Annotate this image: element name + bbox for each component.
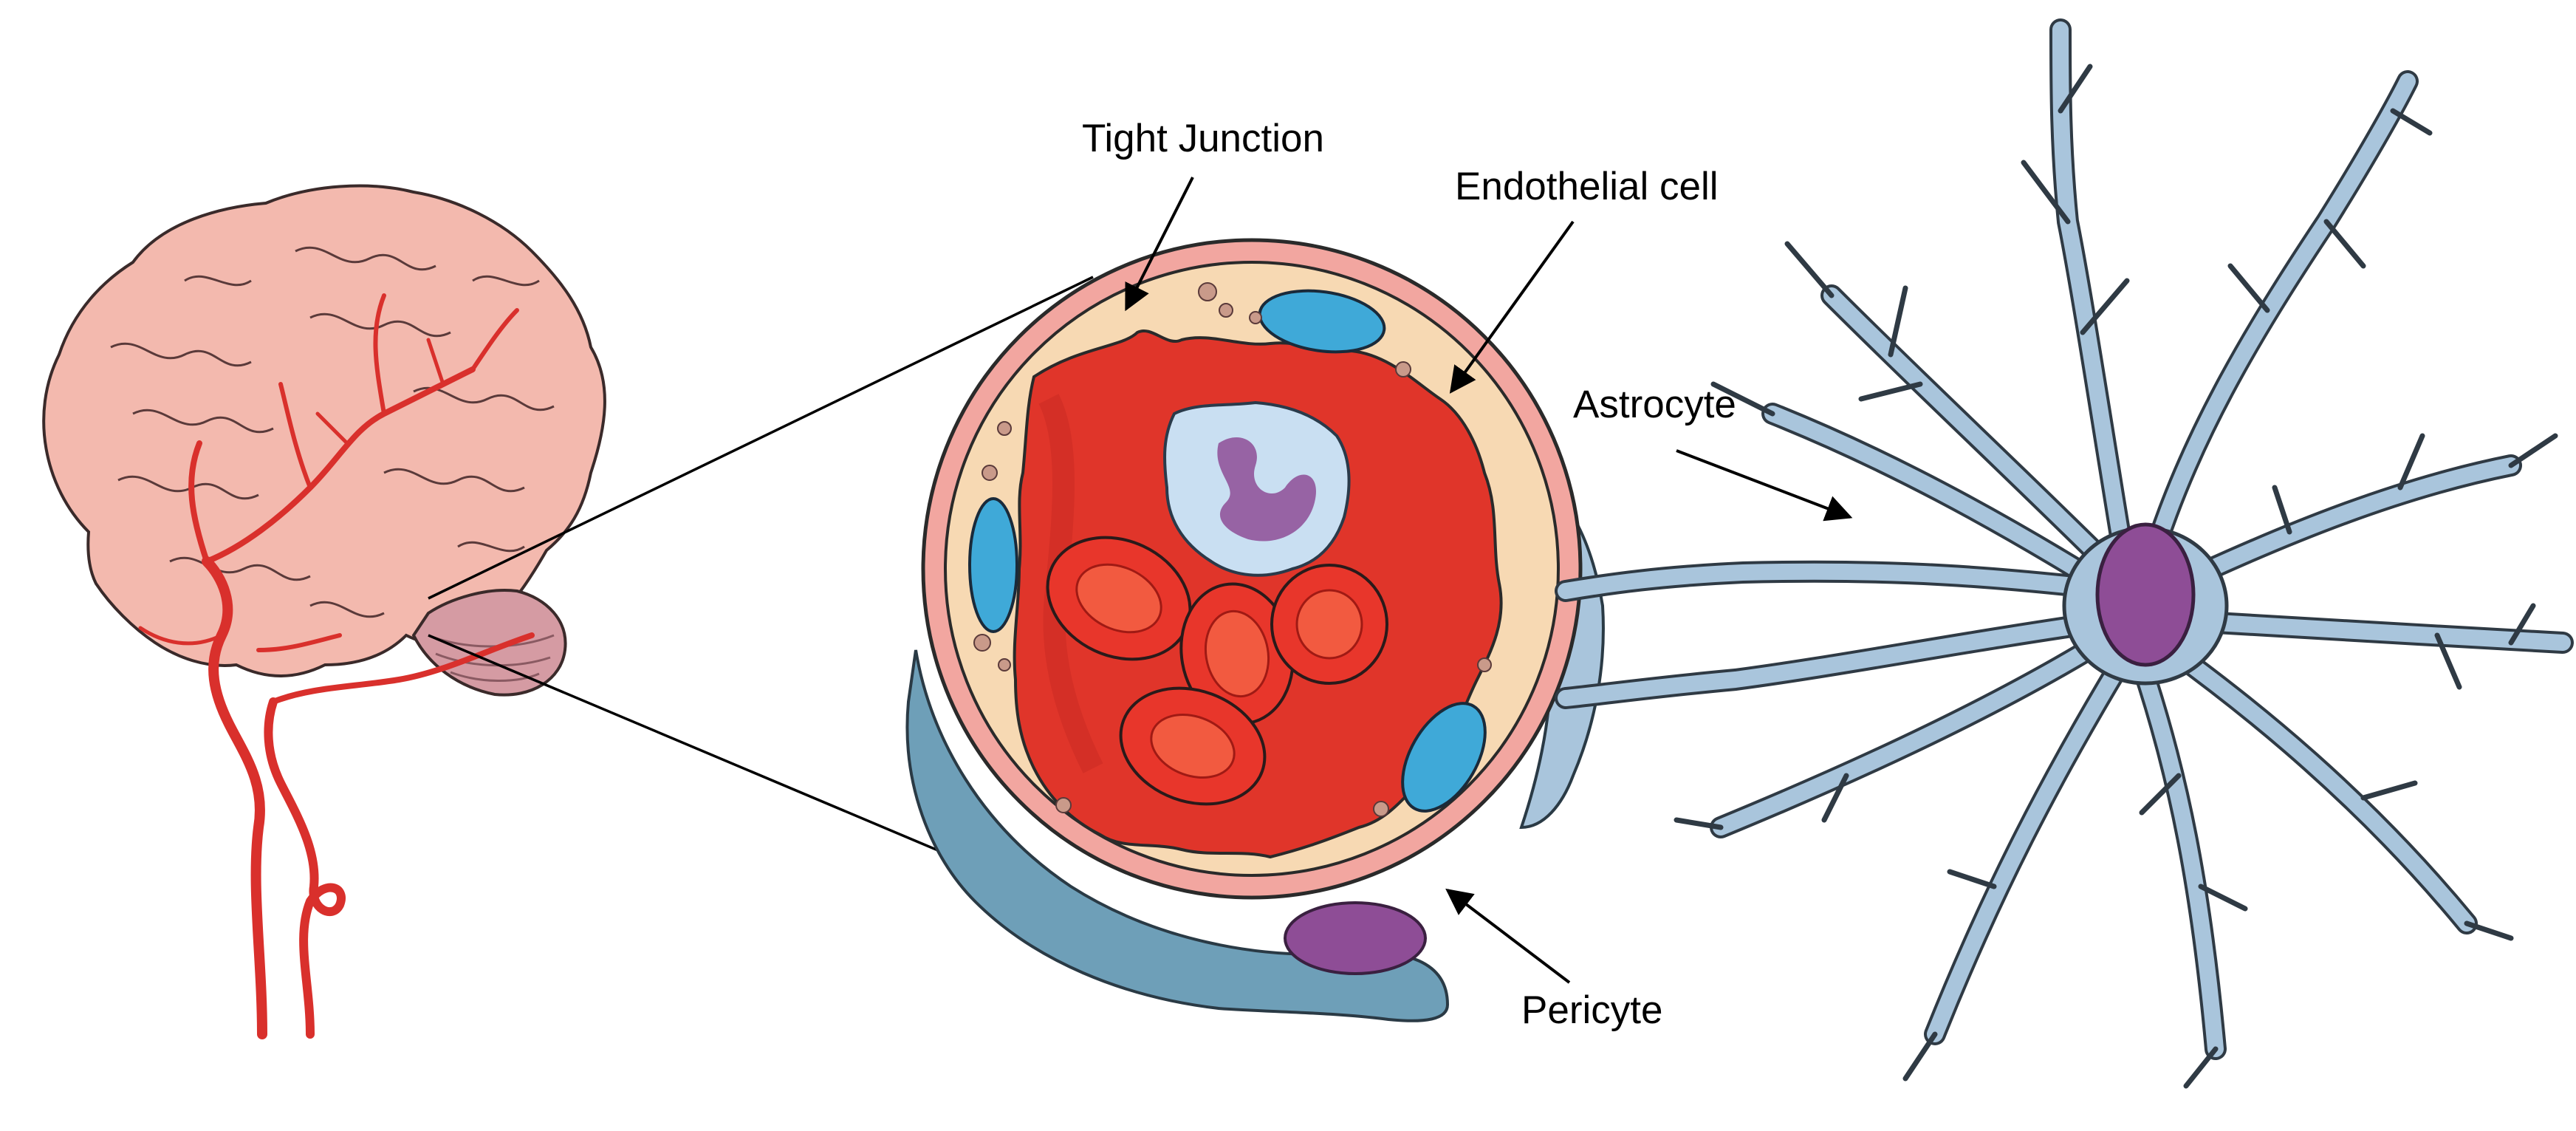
label-astrocyte: Astrocyte xyxy=(1573,383,1736,426)
label-endothelial-cell: Endothelial cell xyxy=(1455,165,1719,208)
arrow-astrocyte xyxy=(1676,449,1853,522)
astrocyte-illustration xyxy=(1555,18,2574,1089)
arrow-endothelial-cell xyxy=(1449,220,1575,394)
annotations: Tight Junction Endothelial cell Astrocyt… xyxy=(1082,117,1853,1032)
label-tight-junction: Tight Junction xyxy=(1082,117,1324,160)
pericyte-nucleus xyxy=(1284,901,1427,975)
arrow-tight-junction xyxy=(1125,177,1194,312)
arrow-pericyte xyxy=(1445,888,1571,984)
red-blood-cells xyxy=(1046,536,1388,806)
capillary-cross-section xyxy=(905,238,1605,1022)
astrocyte-nucleus xyxy=(2095,522,2196,667)
pericyte-body xyxy=(905,649,1450,1022)
label-pericyte: Pericyte xyxy=(1521,988,1662,1032)
brain-illustration xyxy=(42,184,606,1039)
